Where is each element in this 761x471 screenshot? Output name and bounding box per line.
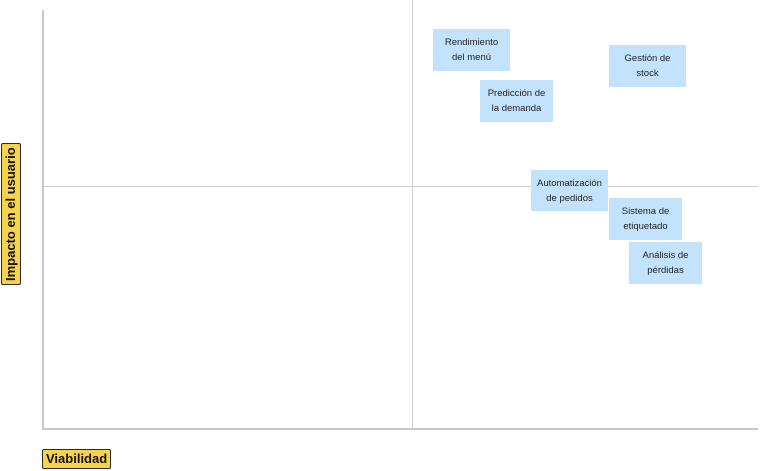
y-axis-line	[42, 10, 44, 430]
sticky-note[interactable]: Sistema de etiquetado	[609, 198, 682, 240]
x-axis-line	[42, 428, 758, 430]
sticky-note[interactable]: Rendimiento del menú	[433, 29, 510, 71]
horizontal-quadrant-divider	[42, 186, 758, 187]
sticky-note[interactable]: Predicción de la demanda	[480, 80, 553, 122]
sticky-note[interactable]: Gestión de stock	[609, 45, 686, 87]
sticky-note[interactable]: Automatización de pedidos	[531, 170, 608, 211]
vertical-quadrant-divider	[412, 0, 413, 430]
sticky-note[interactable]: Análisis de pérdidas	[629, 242, 702, 284]
x-axis-label: Viabilidad	[42, 449, 112, 469]
y-axis-label: Impacto en el usuario	[1, 143, 21, 285]
